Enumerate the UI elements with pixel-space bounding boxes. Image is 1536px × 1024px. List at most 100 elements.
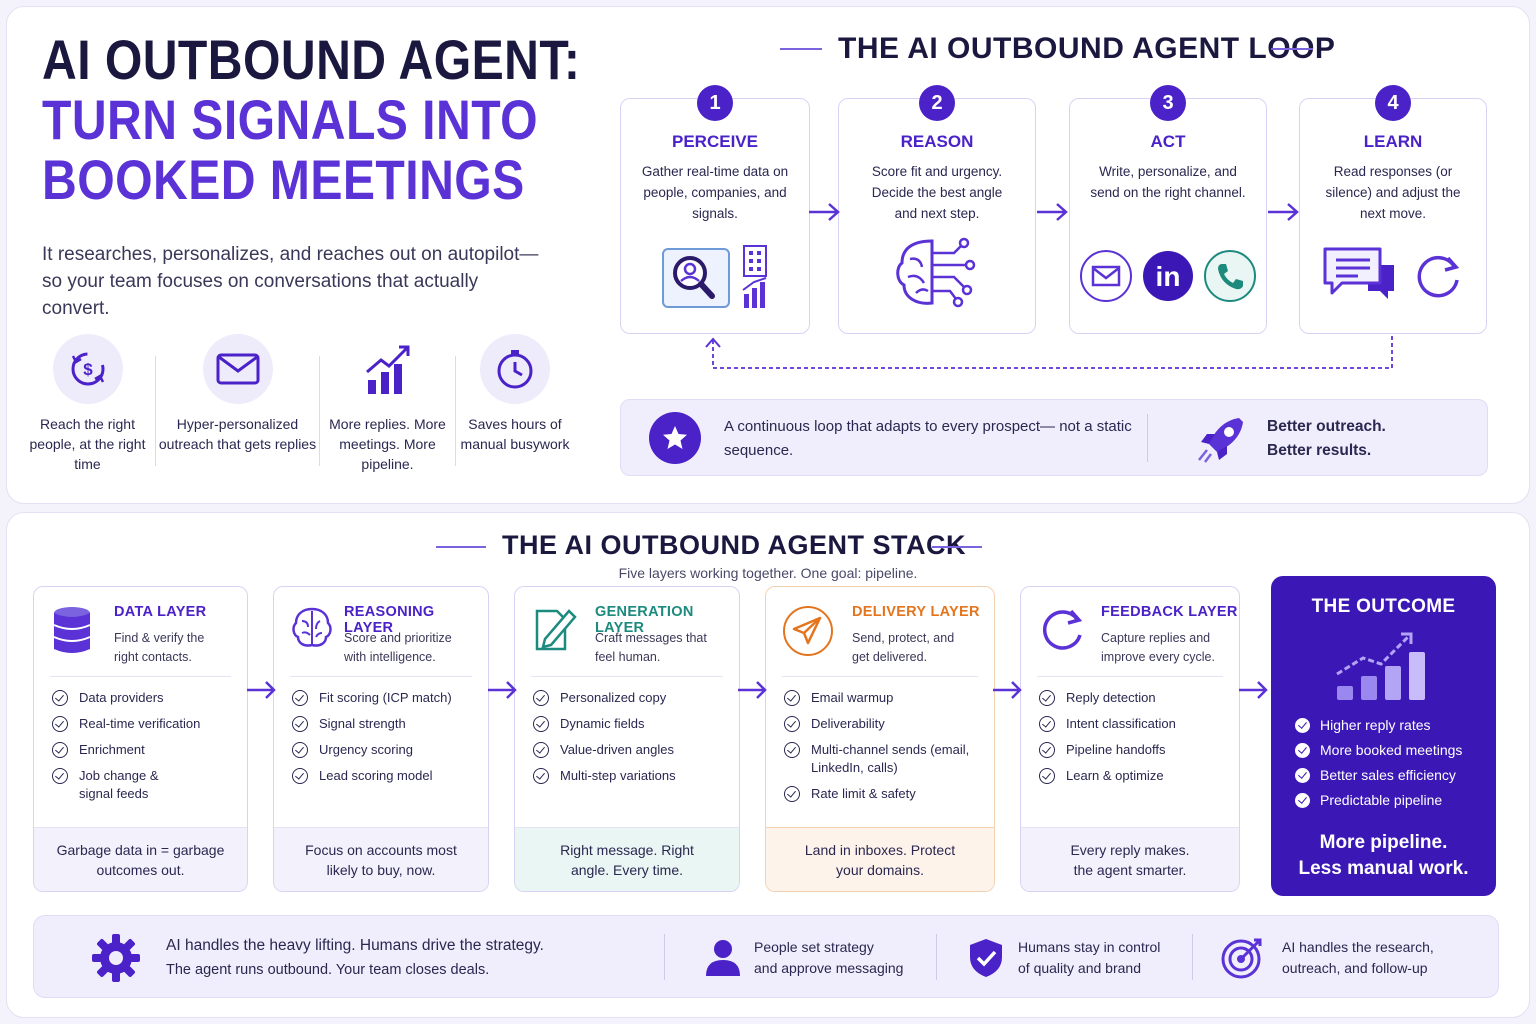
list-item: Real-time verification [52,715,200,733]
layer-desc: Send, protect, and get delivered. [852,631,955,664]
title-rule-left [780,48,822,50]
layer-name: FEEDBACK LAYER [1101,604,1238,620]
stack-subtitle: Five layers working together. One goal: … [618,565,918,581]
outcome-title: THE OUTCOME [1311,596,1456,617]
hero-title-line3: BOOKED MEETINGS [42,148,525,211]
bottom-item-text: Humans stay in control of quality and br… [1018,938,1161,976]
arrow-right-icon [488,681,517,699]
loop-banner-text: A continuous loop that adapts to every p… [724,418,1132,459]
check-icon [292,742,308,758]
benefit-reach: $ Reach the right people, at the right t… [20,334,155,474]
list-item: Multi-step variations [533,767,676,785]
list-item: Signal strength [292,715,452,733]
loop-step-act: 3 ACT Write, personalize, and send on th… [1069,85,1267,334]
benefit-text: Saves hours of manual busywork [460,416,570,452]
outcome-card: THE OUTCOME Higher reply rates More book… [1271,576,1496,896]
bottom-main-text: AI handles the heavy lifting. Humans dri… [166,936,544,978]
check-icon [1295,793,1310,808]
step-number: 4 [1375,85,1411,121]
svg-text:$: $ [83,360,93,379]
check-icon [1039,716,1055,732]
list-item: Deliverability [784,715,971,733]
benefit-saves-hours: Saves hours of manual busywork [456,334,574,474]
layer-items: Reply detection Intent classification Pi… [1039,689,1176,793]
arrow-right-icon [809,203,840,221]
check-icon [533,690,549,706]
list-item: Job change & signal feeds [52,767,200,803]
check-icon [1039,742,1055,758]
check-icon [1039,768,1055,784]
layer-items: Data providers Real-time verification En… [52,689,200,811]
check-icon [1295,768,1310,783]
list-item: Predictable pipeline [1295,792,1462,809]
step-name: LEARN [1363,132,1423,151]
stack-title: THE AI OUTBOUND AGENT STACK [502,530,966,560]
hero-title: AI OUTBOUND AGENT: TURN SIGNALS INTO BOO… [42,30,592,210]
loop-banner: A continuous loop that adapts to every p… [620,399,1488,476]
check-icon [52,768,68,784]
banner-right-line2: Better results. [1267,442,1372,459]
outcome-items: Higher reply rates More booked meetings … [1295,717,1462,817]
list-item: Personalized copy [533,689,676,707]
rocket-icon [1198,418,1243,463]
check-icon [533,716,549,732]
layer-footer: Focus on accounts most likely to buy, no… [274,827,488,891]
title-rule-right [932,546,982,548]
svg-text:in: in [1156,261,1181,292]
bottom-item-text: AI handles the research, outreach, and f… [1282,938,1434,976]
brain-circuit-icon [896,237,976,308]
step-number: 2 [919,85,955,121]
check-icon [784,742,800,758]
brain-icon [292,607,332,647]
check-icon [52,690,68,706]
step-number: 3 [1150,85,1186,121]
benefit-divider [319,356,320,466]
layer-footer: Land in inboxes. Protect your domains. [766,827,994,891]
list-item: Dynamic fields [533,715,676,733]
benefit-personalized: Hyper-personalized outreach that gets re… [156,334,319,474]
list-item: Value-driven angles [533,741,676,759]
benefit-more-replies: More replies. More meetings. More pipeli… [320,334,455,474]
layer-delivery: DELIVERY LAYER Send, protect, and get de… [765,586,995,892]
check-icon [52,716,68,732]
layer-desc: Score and prioritize with intelligence. [344,631,452,664]
arrow-right-icon [1268,203,1299,221]
list-item: Enrichment [52,741,200,759]
arrow-right-icon [993,681,1022,699]
check-icon [292,690,308,706]
list-item: Pipeline handoffs [1039,741,1176,759]
step-number: 1 [697,85,733,121]
email-icon [1080,250,1132,302]
layer-data: DATA LAYER Find & verify the right conta… [33,586,248,892]
layer-footer: Right message. Right angle. Every time. [515,827,739,891]
outcome-tagline: More pipeline. Less manual work. [1298,832,1469,879]
list-item: Multi-channel sends (email, LinkedIn, ca… [784,741,971,777]
dollar-target-icon: $ [52,334,123,404]
step-name: ACT [1150,132,1186,151]
check-icon [292,716,308,732]
check-icon [784,786,800,802]
list-item: Intent classification [1039,715,1176,733]
loop-return-arrow [705,336,1393,369]
layer-footer: Every reply makes. the agent smarter. [1021,827,1239,891]
envelope-icon [202,334,273,404]
layer-name: DATA LAYER [114,604,207,620]
check-icon [1295,718,1310,733]
list-item: Email warmup [784,689,971,707]
list-item: Data providers [52,689,200,707]
title-rule-left [436,546,486,548]
list-item: Lead scoring model [292,767,452,785]
layer-footer: Garbage data in = garbage outcomes out. [34,827,247,891]
step-name: REASON [900,132,974,151]
bottom-banner: AI handles the heavy lifting. Humans dri… [33,915,1499,998]
list-item: Rate limit & safety [784,785,971,803]
layer-name: REASONING LAYER [344,604,435,636]
target-icon [1221,938,1262,978]
step-desc: Gather real-time data on people, compani… [641,164,789,221]
loop-step-perceive: 1 PERCEIVE Gather real-time data on peop… [620,85,810,334]
shield-check-icon [970,938,1002,977]
arrow-right-icon [247,681,276,699]
benefit-divider [455,356,456,466]
step-desc: Write, personalize, and send on the righ… [1090,164,1246,200]
banner-divider [1147,414,1148,462]
